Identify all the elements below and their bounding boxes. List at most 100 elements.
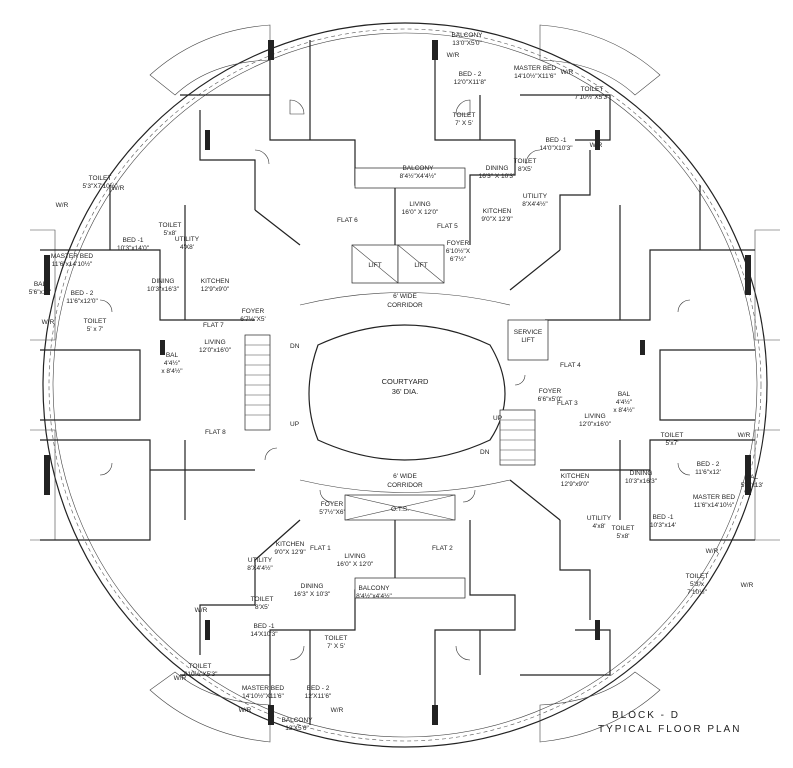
room-label-toilet-l1-line-1: TOILET bbox=[89, 175, 112, 182]
stair-left bbox=[244, 334, 271, 431]
flat-8-tag: FLAT 8 bbox=[205, 429, 226, 436]
room-label-toilet-b2-line-2: 7'10½"X5'3" bbox=[183, 670, 219, 678]
room-label-bed2-top-line-2: 12'0"X11'8" bbox=[454, 79, 487, 86]
room-label-foyer-3-line-2: 6'6"x5'0" bbox=[538, 396, 563, 403]
corridor-bottom-l2: CORRIDOR bbox=[387, 482, 423, 489]
room-label-bal-3-line-1: BAL bbox=[618, 391, 631, 398]
room-label-foyer-5-line-2: 6'10½"X bbox=[446, 247, 471, 255]
room-label-toilet-l2-line-1: TOILET bbox=[84, 318, 107, 325]
room-label-bed2-top-line-1: BED - 2 bbox=[459, 71, 482, 78]
room-label-wr-10-line-1: W/R bbox=[195, 607, 208, 614]
room-label-wr-13-line-1: W/R bbox=[331, 707, 344, 714]
room-label-bal-b-line-1: BALCONY bbox=[281, 717, 313, 724]
room-label-master-r-line-2: 11'6"x14'10½" bbox=[694, 501, 735, 509]
room-label-kitchen-l-line-1: KITCHEN bbox=[201, 278, 230, 285]
room-label-foyer-3-line-1: FOYER bbox=[539, 388, 562, 395]
room-label-foyer-5-line-3: 6'7½" bbox=[450, 255, 467, 263]
outer-boundary bbox=[42, 22, 768, 748]
room-label-master-r-line-1: MASTER BED bbox=[693, 494, 736, 501]
flat-6-tag: FLAT 6 bbox=[337, 217, 358, 224]
room-label-bed1-r-line-1: BED -1 bbox=[653, 514, 674, 521]
room-label-living-5-line-1: LIVING bbox=[409, 201, 430, 208]
flat-7-tag: FLAT 7 bbox=[203, 322, 224, 329]
room-label-bal-r-line-2: 5'6"x13' bbox=[741, 482, 764, 489]
room-label-utility-r-line-1: UTILITY bbox=[587, 515, 612, 522]
room-label-bed1-b-line-1: BED -1 bbox=[254, 623, 275, 630]
room-label-wr-12-line-1: W/R bbox=[239, 707, 252, 714]
room-label-toilet-r3-line-1: TOILET bbox=[686, 573, 709, 580]
room-label-utility-5-line-1: UTILITY bbox=[523, 193, 548, 200]
room-label-bed2-r-line-1: BED - 2 bbox=[697, 461, 720, 468]
ots-label: O.T.S. bbox=[391, 506, 409, 513]
room-label-bal-r-line-1: BAL bbox=[746, 474, 759, 481]
room-label-toilet-r1-line-2: 5'x7' bbox=[666, 440, 679, 447]
room-label-balcony-b-line-2: 8'4½"x4'4½" bbox=[356, 592, 392, 600]
room-label-bal-top-line-1: BALCONY bbox=[451, 32, 483, 39]
room-label-balcony-c-line-2: 8'4½"X4'4½" bbox=[400, 172, 437, 180]
room-label-foyer-1-line-2: 5'7½"X6' bbox=[319, 508, 344, 516]
flat-walls bbox=[40, 40, 755, 725]
room-label-bal-3-line-3: x 8'4½" bbox=[613, 406, 635, 414]
corridor-top-l1: 6' WIDE bbox=[393, 293, 417, 300]
room-label-toilet-r2-line-2: 5'x8' bbox=[617, 533, 630, 540]
flat-1-tag: FLAT 1 bbox=[310, 545, 331, 552]
room-label-master-l-line-1: MASTER BED bbox=[51, 253, 94, 260]
room-label-wr-1-line-1: W/R bbox=[447, 52, 460, 59]
room-label-toilet-b2-line-1: TOILET bbox=[189, 663, 212, 670]
service-lift-l2: LIFT bbox=[521, 337, 534, 344]
room-label-wr-6-line-1: W/R bbox=[42, 319, 55, 326]
room-label-utility-l-line-1: UTILITY bbox=[175, 236, 200, 243]
room-label-wr-5-line-1: W/R bbox=[56, 202, 69, 209]
flat-2-tag: FLAT 2 bbox=[432, 545, 453, 552]
corridor-top-l2: CORRIDOR bbox=[387, 302, 423, 309]
lift-right: LIFT bbox=[414, 262, 427, 269]
core-labels: COURTYARD 36' DIA. 6' WIDE CORRIDOR 6' W… bbox=[290, 262, 543, 513]
door-swings bbox=[99, 99, 691, 661]
room-label-toilet-top-line-1: TOILET bbox=[453, 112, 476, 119]
room-label-master-l-line-2: 11'6"x14'10½" bbox=[52, 260, 93, 268]
room-label-utility-1-line-2: 8'X4'4½" bbox=[247, 564, 273, 572]
room-label-bal-b-line-2: 13'X5'6" bbox=[285, 725, 309, 732]
stair-right bbox=[499, 409, 536, 466]
room-label-wr-11-line-1: W/R bbox=[174, 675, 187, 682]
room-label-toilet-l1-line-2: 5'3"X7'10½" bbox=[83, 182, 119, 190]
room-label-bed1-l-line-1: BED -1 bbox=[123, 237, 144, 244]
room-label-foyer-7-line-2: 6'7½"X5' bbox=[240, 315, 265, 323]
stair-dn-right: DN bbox=[480, 449, 490, 456]
room-label-wr-7-line-1: W/R bbox=[738, 432, 751, 439]
room-label-living-5-line-2: 16'0" X 12'0" bbox=[402, 209, 439, 216]
room-label-toilet-58-line-2: 5'x8' bbox=[164, 230, 177, 237]
room-label-bal-l-line-1: BAL bbox=[34, 281, 47, 288]
room-label-utility-1-line-1: UTILITY bbox=[248, 557, 273, 564]
room-label-balcony-b-line-1: BALCONY bbox=[358, 585, 390, 592]
courtyard-dia: 36' DIA. bbox=[392, 387, 418, 396]
room-label-dining-1-line-1: DINING bbox=[301, 583, 324, 590]
room-label-living-1-line-2: 16'0" X 12'0" bbox=[337, 561, 374, 568]
room-label-toilet-85-line-2: 8'X5' bbox=[518, 166, 532, 173]
flat-3-tag: FLAT 3 bbox=[557, 400, 578, 407]
stair-dn-left: DN bbox=[290, 343, 300, 350]
room-label-wr-8-line-1: W/R bbox=[706, 548, 719, 555]
room-label-dining-r-line-2: 10'3"x16'3" bbox=[625, 478, 658, 485]
plan-title-block: BLOCK - D bbox=[612, 710, 680, 721]
columns bbox=[44, 40, 751, 725]
room-label-foyer-7-line-1: FOYER bbox=[242, 308, 265, 315]
room-label-toilet-top-r-line-1: TOILET bbox=[581, 86, 604, 93]
room-label-utility-l-line-2: 4'X8' bbox=[180, 244, 194, 251]
service-lift-l1: SERVICE bbox=[514, 329, 543, 336]
room-label-kitchen-5-line-2: 9'0"X 12'9" bbox=[481, 216, 513, 223]
room-label-wr-3-line-1: W/R bbox=[590, 142, 603, 149]
room-label-toilet-85b-line-2: 8'X5' bbox=[255, 604, 269, 611]
room-label-dining-l-line-1: DINING bbox=[152, 278, 175, 285]
room-label-bed1-b-line-2: 14'X10'3" bbox=[250, 631, 278, 638]
flat-tags: FLAT 1 FLAT 2 FLAT 3 FLAT 4 FLAT 5 FLAT … bbox=[203, 217, 581, 552]
plan-title: BLOCK - D TYPICAL FLOOR PLAN bbox=[598, 710, 739, 735]
room-label-master-top-line-2: 14'10½"X11'6" bbox=[514, 72, 556, 80]
flat-4-tag: FLAT 4 bbox=[560, 362, 581, 369]
room-label-toilet-b-line-1: TOILET bbox=[325, 635, 348, 642]
room-label-bed2-r-line-2: 11'6"x12' bbox=[695, 469, 721, 476]
room-label-bal-7-line-2: 4'4½" bbox=[164, 359, 181, 367]
room-label-bed2-l-line-1: BED - 2 bbox=[71, 290, 94, 297]
room-label-foyer-5-line-1: FOYER bbox=[447, 240, 470, 247]
